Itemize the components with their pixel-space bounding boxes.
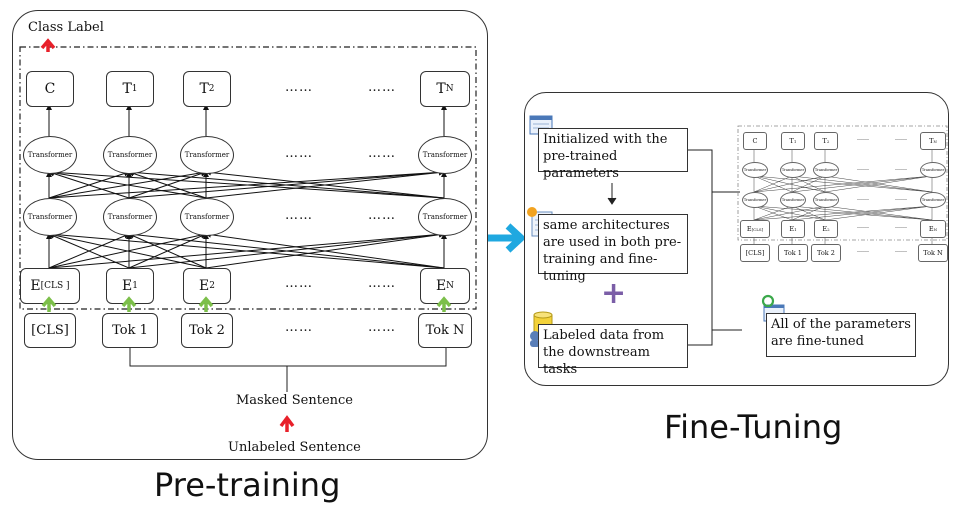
mini-token-ellipsis-2: …… xyxy=(895,247,907,254)
transformer-bottom-n: Transformer xyxy=(418,198,472,236)
dashed-frame xyxy=(19,46,477,310)
red-arrow-icon xyxy=(279,415,295,432)
pretraining-title: Pre-training xyxy=(154,466,341,504)
token-2: Tok 2 xyxy=(181,313,233,348)
step-initialized: Initialized with the pre-trained paramet… xyxy=(538,128,688,181)
class-label: Class Label xyxy=(28,20,104,35)
output-ellipsis-1: …… xyxy=(285,80,313,95)
mini-transformer-top-ellipsis-2: …… xyxy=(895,165,907,172)
output-ellipsis-2: …… xyxy=(368,80,396,95)
transformer-top-ellipsis-2: …… xyxy=(368,146,396,161)
mini-token-n: Tok N xyxy=(918,244,948,262)
transformer-top-2: Transformer xyxy=(103,136,157,174)
mini-token-cls: [CLS] xyxy=(740,244,770,262)
mini-transformer-top-2: Transformer xyxy=(780,162,806,178)
mini-output-ellipsis-1: …… xyxy=(857,135,869,142)
output-c: C xyxy=(26,71,74,107)
mini-embedding-cls: E[CLS] xyxy=(740,220,770,238)
mini-transformer-top-3: Transformer xyxy=(813,162,839,178)
token-n: Tok N xyxy=(418,313,472,348)
step-labeled-data: Labeled data from the downstream tasks xyxy=(538,324,688,377)
mini-embedding-ellipsis-2: …… xyxy=(895,223,907,230)
embedding-cls: E[CLS ] xyxy=(20,268,80,304)
transformer-top-ellipsis-1: …… xyxy=(285,146,313,161)
mini-output-c: C xyxy=(743,132,767,150)
mini-transformer-bottom-ellipsis-2: …… xyxy=(895,195,907,202)
plus-sign: + xyxy=(601,276,627,311)
masked-sentence-label: Masked Sentence xyxy=(236,393,353,408)
green-arrow-icon xyxy=(121,296,137,312)
step-same-architectures: same architectures are used in both pre-… xyxy=(538,214,688,284)
pretraining-panel xyxy=(12,10,488,460)
green-arrow-icon xyxy=(436,296,452,312)
transformer-bottom-ellipsis-2: …… xyxy=(368,208,396,223)
result-finetuned: All of the parameters are fine-tuned xyxy=(766,313,916,357)
mini-transformer-top-ellipsis-1: …… xyxy=(857,165,869,172)
transformer-top-1: Transformer xyxy=(23,136,77,174)
mini-transformer-bottom-3: Transformer xyxy=(813,192,839,208)
token-ellipsis-1: …… xyxy=(285,320,313,335)
mini-token-ellipsis-1: …… xyxy=(857,247,869,254)
transformer-bottom-2: Transformer xyxy=(103,198,157,236)
green-arrow-icon xyxy=(198,296,214,312)
mini-token-1: Tok 1 xyxy=(778,244,808,262)
transformer-bottom-ellipsis-1: …… xyxy=(285,208,313,223)
transformer-bottom-3: Transformer xyxy=(180,198,234,236)
mini-transformer-bottom-1: Transformer xyxy=(742,192,768,208)
transformer-bottom-1: Transformer xyxy=(23,198,77,236)
embedding-ellipsis-1: …… xyxy=(285,276,313,291)
unlabeled-sentence-label: Unlabeled Sentence xyxy=(228,440,361,455)
mini-token-2: Tok 2 xyxy=(811,244,841,262)
mini-transformer-bottom-ellipsis-1: …… xyxy=(857,195,869,202)
mini-embedding-ellipsis-1: …… xyxy=(857,223,869,230)
mini-transformer-bottom-n: Transformer xyxy=(920,192,946,208)
token-1: Tok 1 xyxy=(102,313,158,348)
mini-transformer-top-1: Transformer xyxy=(742,162,768,178)
mini-output-ellipsis-2: …… xyxy=(895,135,907,142)
finetuning-title: Fine-Tuning xyxy=(664,408,843,446)
embedding-ellipsis-2: …… xyxy=(368,276,396,291)
transformer-top-3: Transformer xyxy=(180,136,234,174)
mini-transformer-top-n: Transformer xyxy=(920,162,946,178)
token-cls: [CLS] xyxy=(24,313,76,348)
mini-transformer-bottom-2: Transformer xyxy=(780,192,806,208)
transformer-top-n: Transformer xyxy=(418,136,472,174)
token-ellipsis-2: …… xyxy=(368,320,396,335)
token-bracket xyxy=(129,348,447,367)
green-arrow-icon xyxy=(41,296,57,312)
